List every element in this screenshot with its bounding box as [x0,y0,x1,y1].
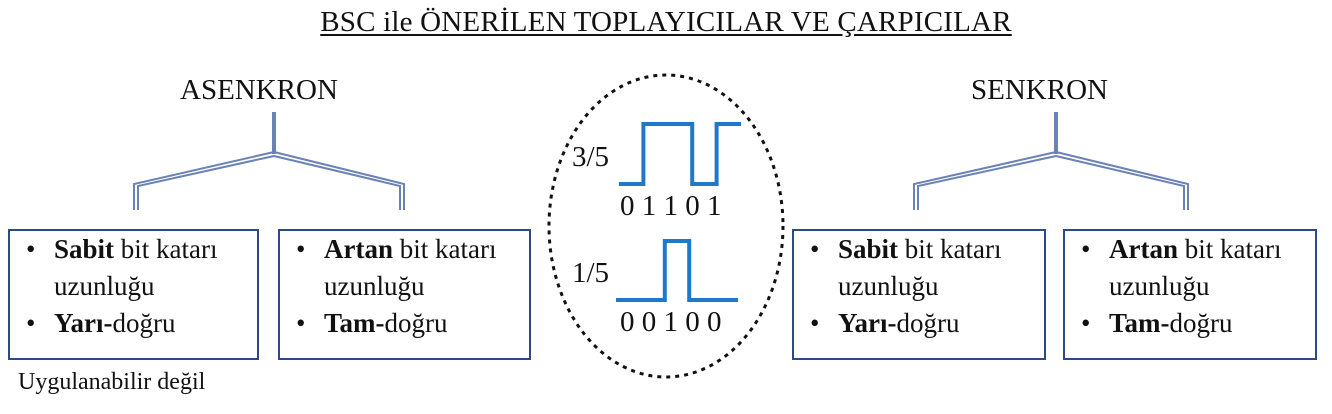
list-item: • Artan bit katarı uzunluğu [280,231,529,305]
bullet: • [1081,308,1091,338]
bit-sequence-3-5: 0 1 1 0 1 [620,190,722,222]
item-bold: Artan [324,234,393,264]
item-text: bit katarı [1178,234,1282,264]
list-item: • Yarı-doğru [10,305,257,342]
box-asenkron-sabit: • Sabit bit katarı uzunluğu • Yarı-doğru [8,229,259,360]
bullet: • [26,308,36,338]
bullet: • [1081,234,1091,264]
right-tree-connector [913,112,1189,210]
diagram-title: BSC ile ÖNERİLEN TOPLAYICILAR VE ÇARPICI… [320,6,1012,38]
box-senkron-sabit: • Sabit bit katarı uzunluğu • Yarı-doğru [792,229,1046,360]
item-text: bit katarı [114,234,218,264]
item-line2: uzunluğu [838,271,939,301]
heading-asenkron: ASENKRON [180,74,338,106]
item-bold: Sabit [54,234,115,264]
item-line2: uzunluğu [54,271,155,301]
not-applicable-note: Uygulanabilir değil [18,369,206,395]
list-item: • Tam-doğru [1065,305,1315,342]
item-text: bit katarı [393,234,497,264]
item-text: doğru [384,308,448,338]
bullet: • [810,234,820,264]
item-bold: Yarı- [54,308,113,338]
left-tree-connector [133,112,405,210]
item-bold: Artan [1109,234,1178,264]
item-bold: Yarı- [838,308,897,338]
bullet: • [296,234,306,264]
wave-label-3-5: 3/5 [572,141,610,173]
waveform-3-5 [619,122,741,186]
list-item: • Tam-doğru [280,305,529,342]
wave-label-1-5: 1/5 [572,257,610,289]
box-senkron-artan: • Artan bit katarı uzunluğu • Tam-doğru [1063,229,1317,360]
item-text: doğru [112,308,176,338]
heading-senkron: SENKRON [971,74,1108,106]
bullet: • [26,234,36,264]
item-line2: uzunluğu [324,271,425,301]
list-item: • Sabit bit katarı uzunluğu [10,231,257,305]
item-bold: Tam- [1109,308,1170,338]
item-text: doğru [1169,308,1233,338]
list-item: • Yarı-doğru [794,305,1044,342]
box-asenkron-artan: • Artan bit katarı uzunluğu • Tam-doğru [278,229,531,360]
dotted-ellipse [547,73,785,379]
list-item: • Artan bit katarı uzunluğu [1065,231,1315,305]
item-bold: Tam- [324,308,385,338]
item-text: doğru [896,308,960,338]
bullet: • [810,308,820,338]
item-text: bit katarı [898,234,1002,264]
item-line2: uzunluğu [1109,271,1210,301]
item-bold: Sabit [838,234,899,264]
bullet: • [296,308,306,338]
waveform-1-5 [616,239,738,302]
list-item: • Sabit bit katarı uzunluğu [794,231,1044,305]
bit-sequence-1-5: 0 0 1 0 0 [620,306,722,338]
